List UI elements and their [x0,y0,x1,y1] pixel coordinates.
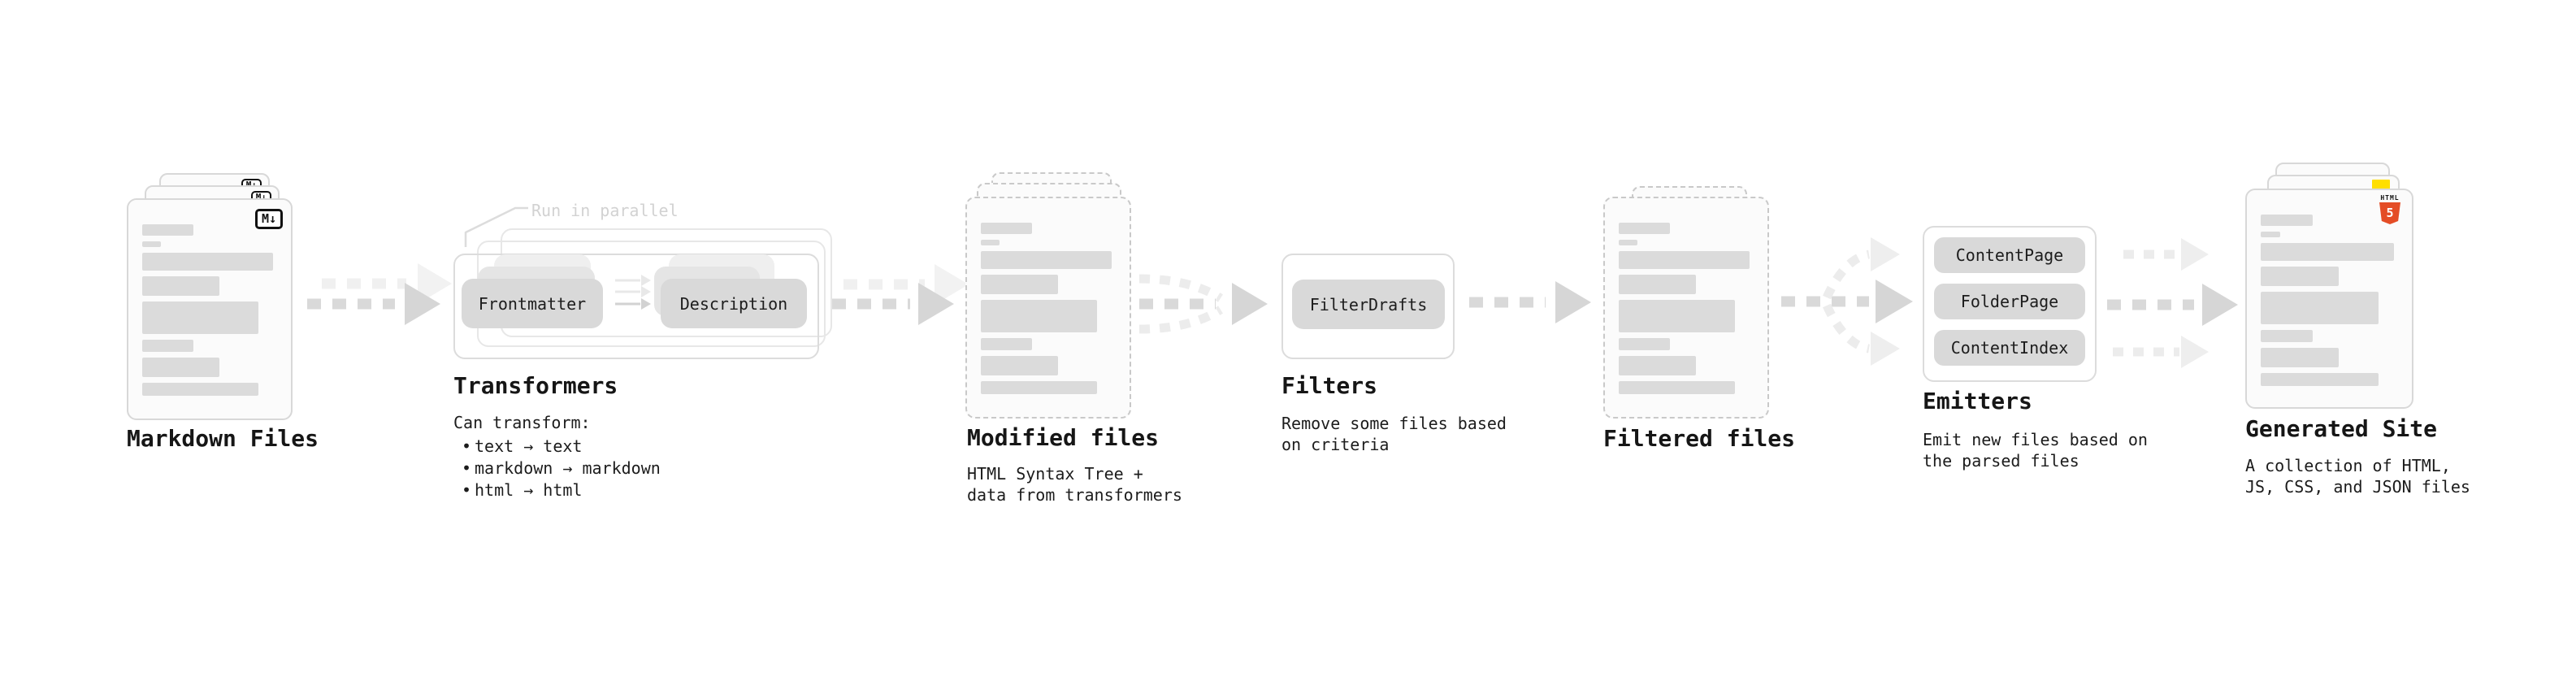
stage-title-filters: Filters [1281,372,1378,399]
modified-file-front [965,197,1131,419]
emitters-box [1923,226,2097,382]
description-pill: Description [661,279,807,328]
modified-files-desc: data from transformers [967,485,1182,505]
frontmatter-pill: Frontmatter [462,279,603,328]
filterdrafts-pill: FilterDrafts [1292,280,1445,329]
run-in-parallel-note: Run in parallel [531,201,679,220]
stage-modified-files: Modified files HTML Syntax Tree + data f… [965,0,1209,681]
bullet-text: markdown → markdown [475,458,661,478]
stage-title-transformers: Transformers [453,372,618,399]
stage-title-filtered-files: Filtered files [1603,425,1796,452]
bullet-text: text → text [475,436,583,456]
bullet-text: html → html [475,480,583,500]
arrows-emitters-to-generated [2107,238,2238,368]
emitter-pill-folderpage: FolderPage [1934,284,2085,319]
text-line-bar [142,340,194,352]
generated-file-html: HTML 5 [2245,189,2413,409]
text-line-bar [1619,240,1638,245]
filtered-file-front [1603,197,1769,419]
bullet-dot: • [461,480,472,500]
stage-generated-site: CSS HTML 5 Generated Site A collection o… [2245,0,2489,681]
stage-emitters: ContentPage FolderPage ContentIndex Emit… [1923,0,2183,681]
text-line-bar [981,240,1000,245]
emitter-pill-contentindex: ContentIndex [1934,330,2085,366]
emitter-pill-contentpage: ContentPage [1934,237,2085,273]
text-line-bar [1619,275,1696,294]
text-line-bar [981,223,1033,234]
filters-desc: on criteria [1281,435,1390,454]
transformer-box-front [453,254,819,359]
stage-title-emitters: Emitters [1923,388,2032,414]
text-line-bar [981,300,1097,332]
modified-files-desc: HTML Syntax Tree + [967,464,1143,484]
arrows-frontmatter-to-description [615,275,651,310]
text-line-bar [2261,243,2394,261]
text-line-bar [142,253,274,271]
markdown-file-front: M↓ [127,198,293,420]
run-in-parallel-callout-line [464,206,528,247]
text-line-bar [2261,215,2314,226]
js-icon [2372,180,2390,190]
text-line-bar [1619,251,1750,269]
stage-markdown-files: M↓ M↓ M↓ Markdown Files [127,0,338,681]
html5-icon-shield: 5 [2379,202,2400,224]
transformers-desc-heading: Can transform: [453,413,591,432]
generated-site-desc: JS, CSS, and JSON files [2245,477,2470,497]
text-line-bar [1619,223,1671,234]
transform-bullet: •text → text [458,436,582,457]
text-line-bar [981,338,1033,350]
stage-filters: FilterDrafts Filters Remove some files b… [1281,0,1525,681]
filters-box [1281,254,1455,359]
arrow-filters-to-filtered [1469,281,1591,323]
text-line-bar [981,251,1112,269]
text-line-bar [1619,381,1735,394]
text-line-bar [2261,348,2340,367]
text-line-bar [1619,338,1671,350]
generated-site-desc: A collection of HTML, [2245,456,2451,475]
stage-transformers: Frontmatter Description Run in parallel … [453,0,843,681]
text-line-bar [142,224,194,236]
stage-title-markdown-files: Markdown Files [127,425,319,452]
text-line-bar [142,276,219,296]
text-line-bar [2261,292,2379,324]
text-line-bar [142,358,219,377]
stage-title-generated-site: Generated Site [2245,415,2438,442]
text-line-bar [142,383,258,396]
emitters-desc: Emit new files based on [1923,430,2148,449]
stage-filtered-files: Filtered files [1603,0,1831,681]
text-line-bar [2261,330,2314,342]
markdown-icon: M↓ [254,209,283,229]
text-line-bar [1619,300,1735,332]
text-line-bar [981,275,1058,294]
text-line-bar [981,381,1097,394]
text-line-bar [981,356,1058,375]
arrow-markdown-to-transformers [307,263,452,325]
text-line-bar [142,241,162,247]
arrow-modified-to-filters [1138,274,1268,334]
text-line-bar [2261,232,2280,237]
transform-bullet: •html → html [458,479,582,501]
arrow-filtered-to-emitters [1781,237,1913,366]
arrow-transformers-to-modified [832,264,969,325]
text-line-bar [2261,267,2340,286]
filters-desc: Remove some files based [1281,414,1507,433]
html5-icon: HTML 5 [2378,194,2402,224]
stage-title-modified-files: Modified files [967,424,1160,451]
html5-icon-label: HTML [2380,194,2400,202]
text-line-bar [142,301,258,334]
transform-bullet: •markdown → markdown [458,458,661,479]
text-line-bar [1619,356,1696,375]
bullet-dot: • [461,436,472,456]
text-line-bar [2261,373,2379,386]
bullet-dot: • [461,458,472,478]
emitters-desc: the parsed files [1923,451,2079,471]
